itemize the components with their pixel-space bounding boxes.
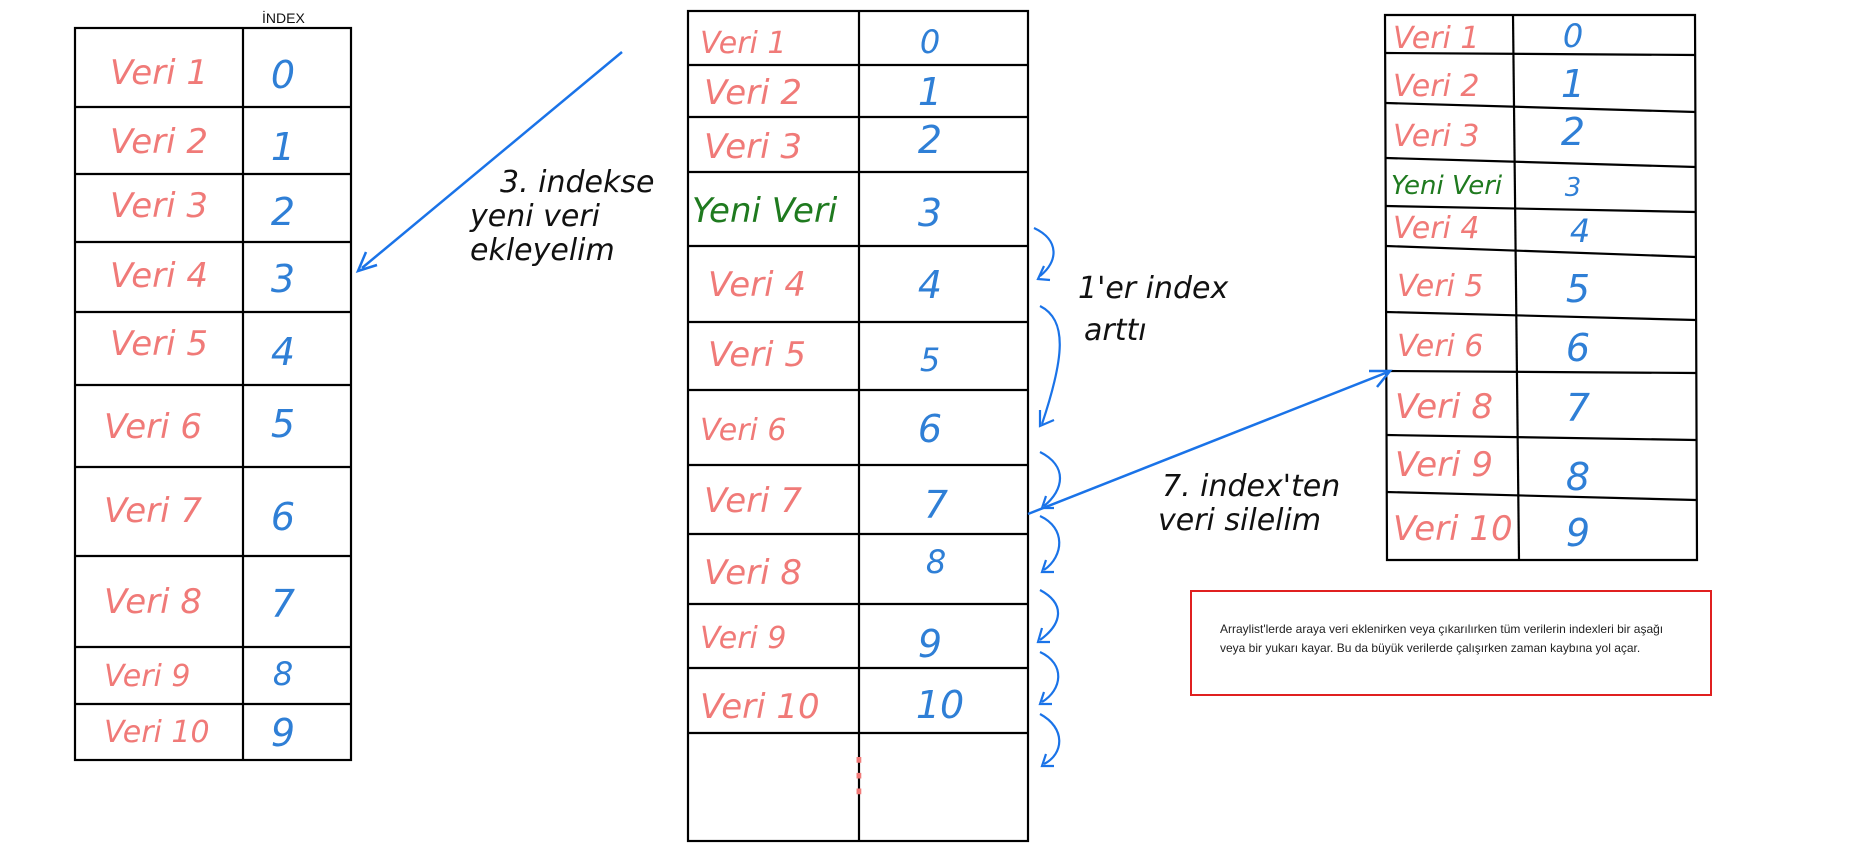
right-row-index: 4 [1570,212,1590,250]
left-row-index: 3 [271,257,295,301]
left-row-label: Veri 1 [110,53,208,93]
right-row-label: Veri 3 [1393,119,1480,154]
left-row-label: Veri 8 [104,582,202,622]
right-row-label-new: Yeni Veri [1391,171,1503,201]
middle-row-index: 3 [918,191,942,235]
left-row-label: Veri 7 [104,491,202,531]
middle-row-label: Veri 9 [700,621,787,656]
delete-note: 7. index'ten veri silelim [1158,469,1340,538]
left-row-label: Veri 4 [110,256,208,296]
left-row-index: 1 [271,125,295,169]
insert-note-line1: 3. indekse [500,165,654,200]
left-row-index: 0 [271,53,295,97]
right-row-index: 6 [1566,326,1590,370]
middle-row-label-new: Yeni Veri [692,191,838,231]
left-row-label: Veri 2 [110,122,208,162]
info-box: Arraylist'lerde araya veri eklenirken ve… [1190,590,1712,696]
middle-row-index: 6 [918,407,942,451]
middle-table: Veri 1 0 Veri 2 1 Veri 3 2 Yeni Veri 3 V… [686,9,1030,843]
middle-row-index: 5 [920,341,940,379]
left-row-index: 7 [271,582,295,626]
insert-arrow [355,51,623,274]
shift-arrows [1033,227,1062,768]
middle-row-label: Veri 10 [700,687,820,727]
right-row-label: Veri 6 [1397,329,1484,364]
shift-note: 1'er index arttı [1078,271,1229,348]
left-table-header: İNDEX [262,9,305,26]
left-row-label: Veri 3 [110,186,208,226]
middle-row-label: Veri 6 [700,413,787,448]
left-row-label: Veri 6 [104,407,202,447]
middle-ellipsis: ⋮ [836,747,882,801]
right-row-label: Veri 1 [1393,21,1480,56]
right-row-label: Veri 10 [1393,509,1513,549]
left-row-index: 6 [271,495,295,539]
middle-row-index: 7 [924,483,948,527]
middle-row-label: Veri 1 [700,26,787,61]
right-row-index: 8 [1566,455,1590,499]
middle-row-index: 4 [918,263,942,307]
left-row-label: Veri 9 [104,659,191,694]
right-row-label: Veri 2 [1393,69,1480,104]
middle-row-index: 8 [926,543,946,581]
right-row-label: Veri 8 [1395,387,1493,427]
left-row-label: Veri 10 [104,715,210,750]
insert-note: 3. indekse yeni veri ekleyelim [469,165,654,268]
right-row-index: 9 [1566,511,1590,555]
middle-row-label: Veri 5 [708,335,806,375]
middle-row-label: Veri 7 [704,481,802,521]
middle-row-index: 9 [918,622,942,666]
middle-row-index: 0 [920,23,940,61]
middle-row-index: 10 [916,683,964,727]
insert-note-line3: ekleyelim [470,233,615,268]
right-row-label: Veri 5 [1397,269,1484,304]
right-table: Veri 1 0 Veri 2 1 Veri 3 2 Yeni Veri 3 V… [1383,13,1699,562]
right-row-index: 1 [1561,62,1585,106]
middle-row-label: Veri 3 [704,127,802,167]
right-row-label: Veri 4 [1393,211,1480,246]
left-row-index: 9 [271,711,295,755]
insert-note-line2: yeni veri [469,199,601,234]
left-row-index: 8 [273,655,293,693]
right-row-label: Veri 9 [1395,445,1493,485]
shift-note-line1: 1'er index [1078,271,1229,306]
right-row-index: 5 [1566,267,1590,311]
middle-row-index: 2 [918,118,942,162]
left-row-index: 2 [271,190,295,234]
shift-note-line2: arttı [1084,313,1147,348]
middle-row-label: Veri 8 [704,553,802,593]
middle-row-index: 1 [918,70,942,114]
left-row-label: Veri 5 [110,324,208,364]
left-row-index: 5 [271,402,295,446]
delete-note-line2: veri silelim [1158,503,1321,538]
delete-note-line1: 7. index'ten [1162,469,1340,504]
right-row-index: 3 [1565,173,1582,203]
info-box-text: Arraylist'lerde araya veri eklenirken ve… [1220,622,1664,655]
left-row-index: 4 [271,330,295,374]
delete-arrow [1027,369,1393,516]
left-table: İNDEX Veri 1 0 Veri 2 1 Veri 3 2 Veri 4 … [73,9,353,762]
middle-row-label: Veri 4 [708,265,806,305]
right-row-index: 2 [1561,110,1585,154]
middle-row-label: Veri 2 [704,73,802,113]
right-row-index: 0 [1563,17,1583,55]
right-row-index: 7 [1566,386,1590,430]
